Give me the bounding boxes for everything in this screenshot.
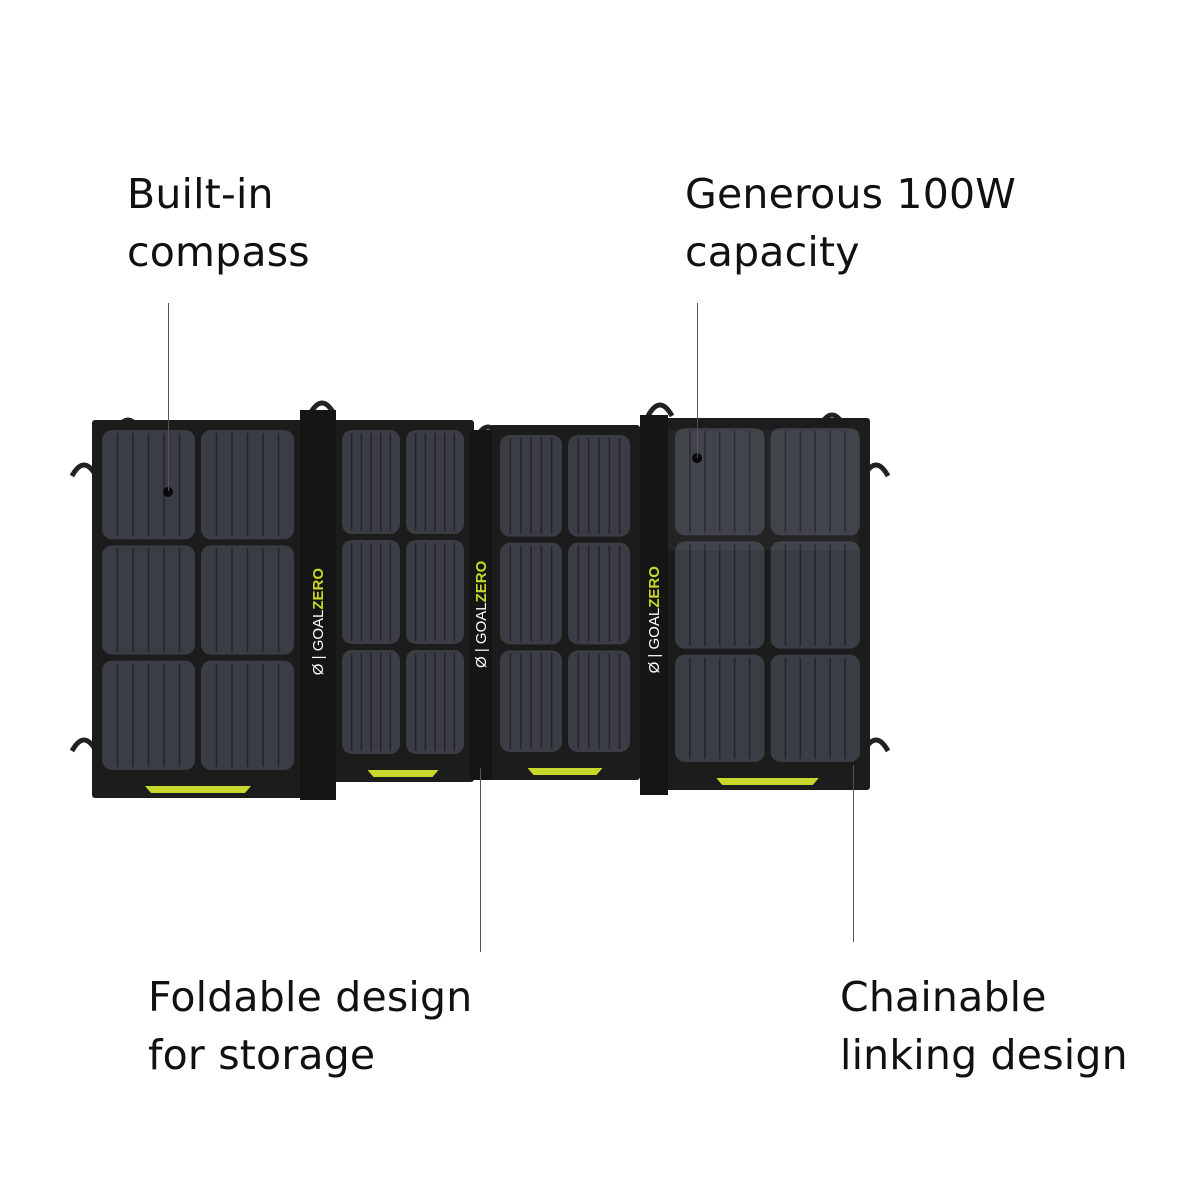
goal-zero-logo: Ø | GOALZERO xyxy=(646,566,663,674)
nomad-tab xyxy=(527,768,603,775)
hinge-spine xyxy=(300,410,336,800)
callout-line: compass xyxy=(127,228,310,276)
callout-chainable: Chainable linking design xyxy=(840,968,1128,1084)
callout-foldable: Foldable design for storage xyxy=(148,968,472,1084)
hinge-spine xyxy=(470,430,492,780)
goal-zero-logo: Ø | GOALZERO xyxy=(473,560,490,668)
callout-line: Foldable design xyxy=(148,973,473,1021)
goal-zero-logo: Ø | GOALZERO xyxy=(310,568,327,676)
callout-line: for storage xyxy=(148,1031,376,1079)
callout-line: Chainable xyxy=(840,973,1047,1021)
callout-line: capacity xyxy=(685,228,860,276)
hinge-spine xyxy=(640,415,668,795)
leader-line-chainable xyxy=(853,765,854,942)
leader-line-compass xyxy=(168,303,169,491)
nomad-tab xyxy=(716,778,819,785)
leader-line-capacity xyxy=(697,303,698,458)
compass-dot xyxy=(163,487,173,497)
leader-line-foldable xyxy=(480,768,481,952)
glare xyxy=(668,430,858,550)
callout-capacity: Generous 100W capacity xyxy=(685,165,1016,281)
strap-handle xyxy=(645,402,675,418)
callout-line: linking design xyxy=(840,1031,1128,1079)
callout-line: Generous 100W xyxy=(685,170,1017,218)
callout-line: Built-in xyxy=(127,170,274,218)
nomad-tab xyxy=(367,770,439,777)
nomad-tab xyxy=(145,786,251,793)
port-dot xyxy=(692,453,702,463)
callout-built-in-compass: Built-in compass xyxy=(127,165,310,281)
